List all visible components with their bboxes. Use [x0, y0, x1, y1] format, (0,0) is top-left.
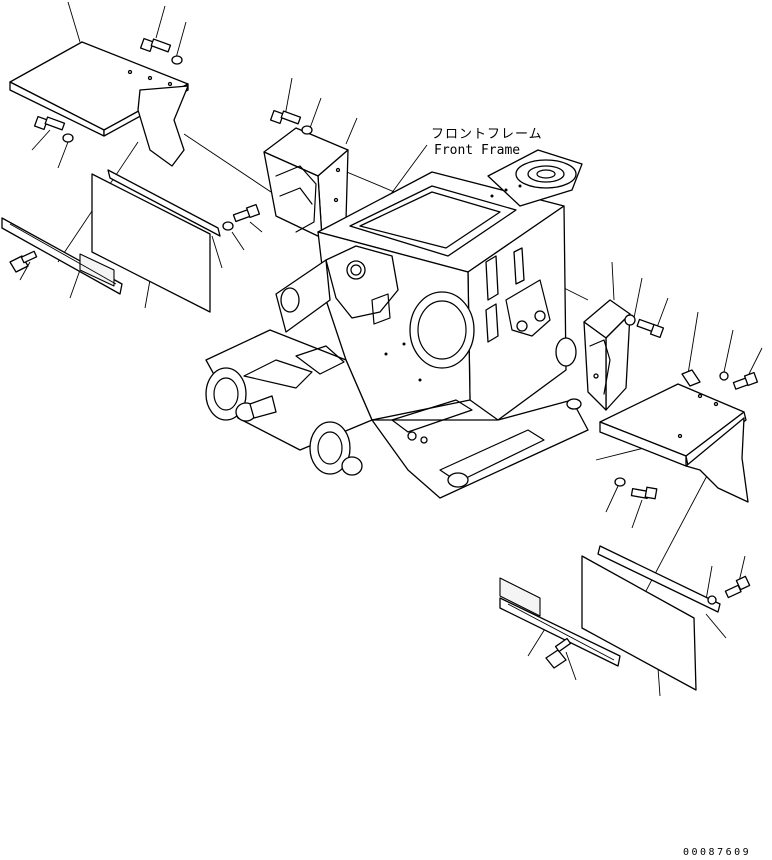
front-frame-label-en: Front Frame — [434, 143, 521, 158]
front-frame-label-jp: フロントフレーム — [431, 127, 543, 142]
leader-lines-right — [387, 144, 763, 697]
left-bracket — [263, 127, 349, 239]
front-frame — [205, 149, 589, 499]
bolt — [732, 371, 759, 390]
right-mud-flap — [499, 545, 721, 691]
leader-lines-left — [19, 1, 358, 309]
bolt — [630, 486, 658, 500]
right-bracket — [583, 299, 631, 411]
bolt — [269, 109, 302, 125]
bolt — [636, 318, 665, 339]
bolt — [545, 637, 572, 669]
fasteners — [9, 37, 759, 669]
upper-left-fender — [9, 41, 189, 167]
right-fender — [599, 369, 749, 503]
bolt — [724, 575, 751, 599]
bolt — [139, 37, 172, 53]
bolt — [33, 115, 66, 131]
bolt — [9, 250, 38, 273]
drawing-number: 00087609 — [683, 847, 752, 858]
left-mud-flap — [1, 169, 221, 313]
bolt — [232, 203, 261, 223]
